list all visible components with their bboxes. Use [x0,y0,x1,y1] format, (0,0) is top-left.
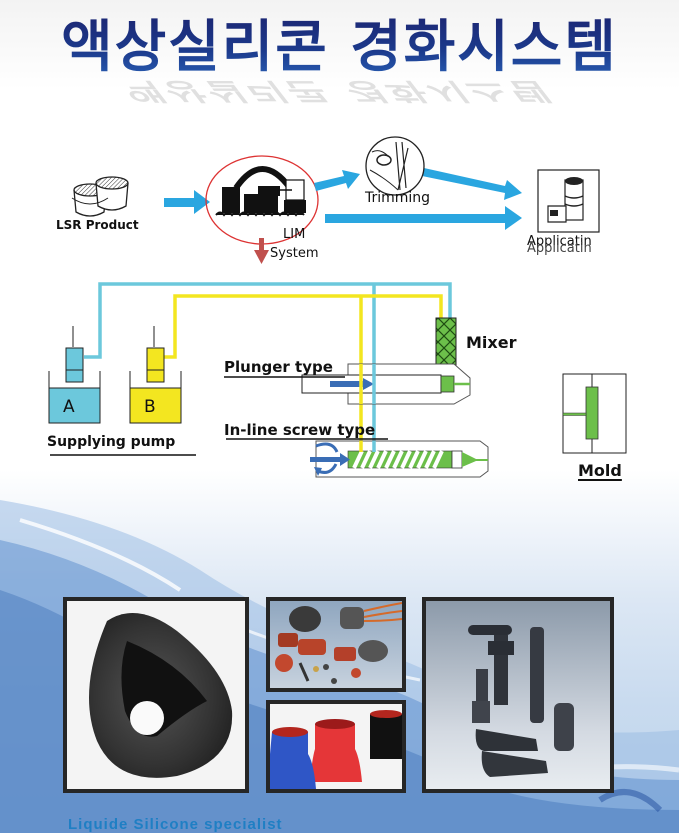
footer-tagline: Liquide Silicone specialist [68,816,283,833]
plunger-type-label: Plunger type [224,358,333,376]
trimming-label: Trimming [365,190,431,206]
tank-b-label: B [144,397,156,417]
photo-mask [63,597,249,793]
flow-arrow-to-lim [164,190,210,214]
mold-icon [562,373,627,454]
tank-a [48,326,101,424]
flow-arrow-to-trimming [314,170,360,191]
mold-label: Mold [578,461,622,480]
mixer-label: Mixer [466,333,517,352]
photo-connectors [266,597,406,692]
inline-screw-type-label: In-line screw type [224,421,376,439]
mask-image [89,613,233,778]
plunger-unit [301,363,471,405]
application-label: Applicatin [527,234,592,249]
connectors-image [275,602,402,684]
down-arrow [254,238,269,264]
lim-label-line2: System [270,246,319,261]
flow-arrow-trimming-to-application [422,168,522,200]
lim-label-line1: LIM [283,227,306,242]
mixer [435,317,457,367]
lsr-process-diagram [48,136,627,478]
page-title: 액상실리콘 경화시스템 [0,2,679,83]
lim-system-icon [205,155,319,245]
flow-arrow-to-application [325,206,522,230]
supplying-pump-label: Supplying pump [47,434,176,450]
application-label-shadow: Applicatin [527,241,592,256]
tank-b [129,326,182,424]
boots-image [468,625,574,777]
trimming-icon [365,136,425,196]
tank-a-label: A [63,397,75,417]
lsr-product-label: LSR Product [56,218,139,232]
photo-boots [422,597,614,793]
screw-unit [310,440,489,478]
application-icon [537,169,600,233]
photo-couplers [266,700,406,793]
lsr-product-icon [71,176,129,217]
couplers-image [270,710,402,789]
